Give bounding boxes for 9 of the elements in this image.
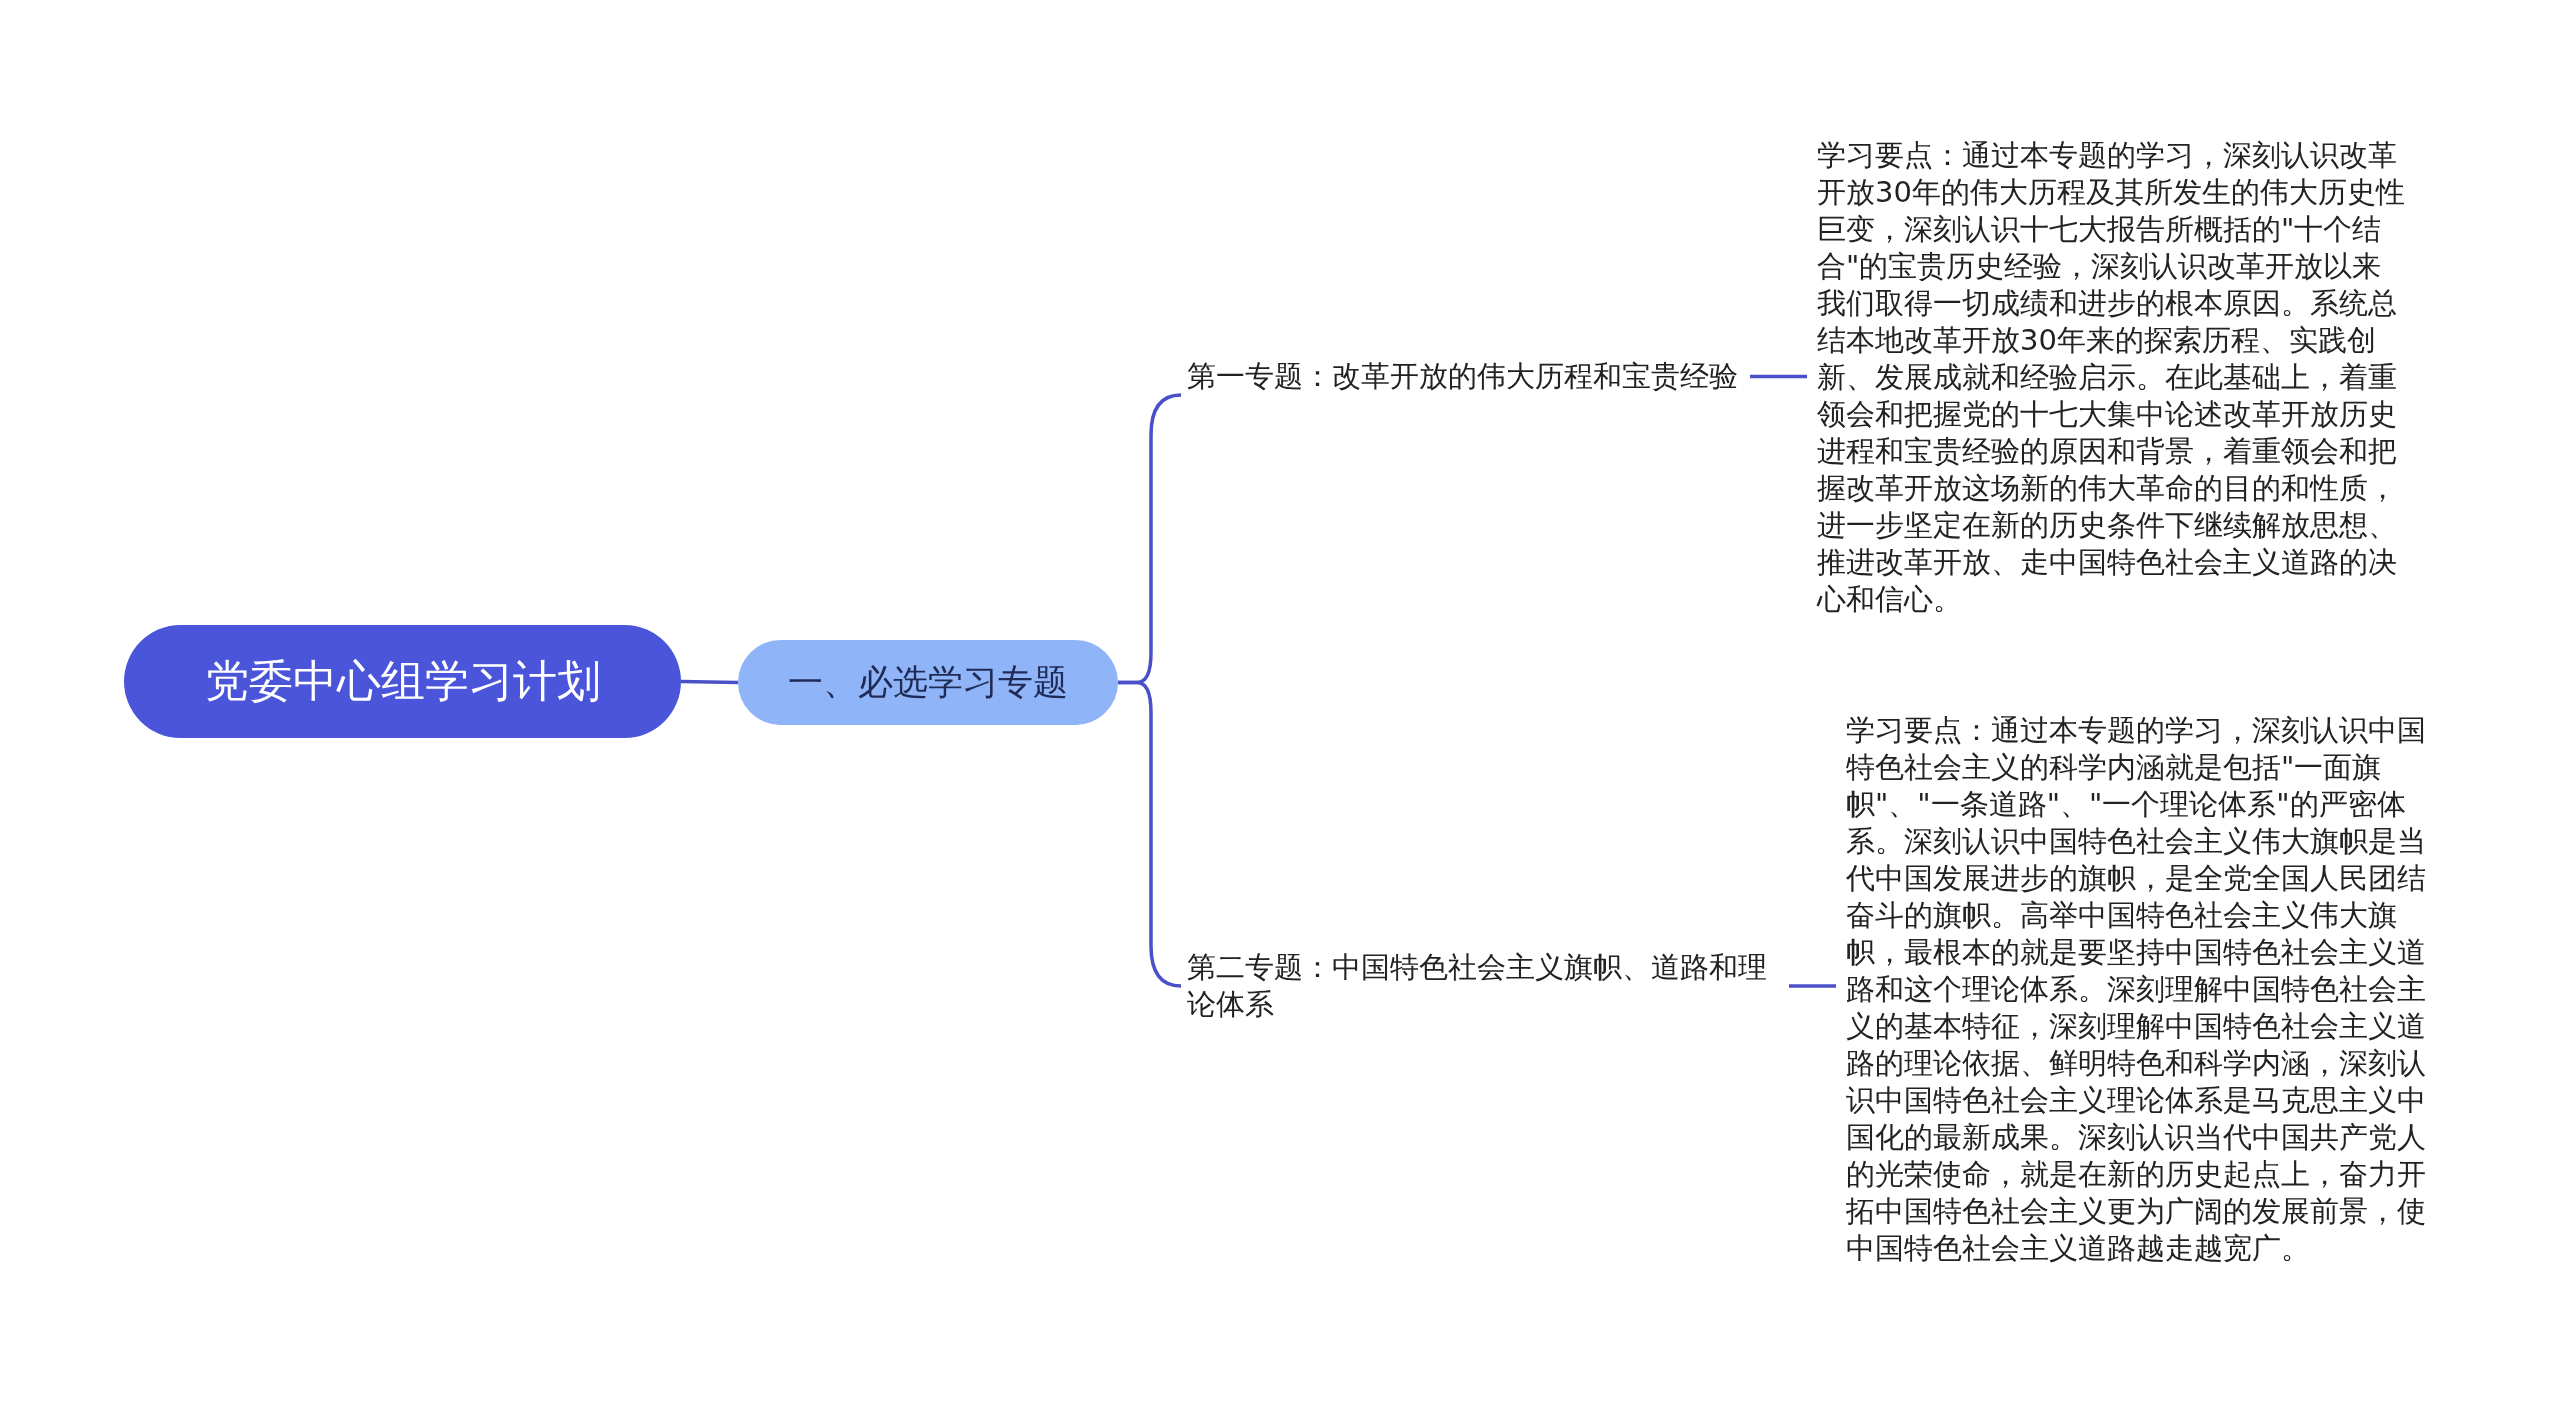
topic-label: 第一专题：改革开放的伟大历程和宝贵经验: [1187, 358, 1738, 395]
topic-label: 第二专题：中国特色社会主义旗帜、道路和理论体系: [1187, 949, 1777, 1023]
note-text: 学习要点：通过本专题的学习，深刻认识改革开放30年的伟大历程及其所发生的伟大历史性巨变，深刻认识十七大报告所概括的"十个结合"的宝贵历史经验，深刻认识改革开放以来我们取得一切成绩和进步的根本原因。系统总结本地改革开放30年来的探索历程、实践创新、发展成就和经验启示。在此基础上，着重领会和把握党的十七大集中论述改革开放历史进程和宝贵经验的原因和背景，着重领会和把握改革开放这场新的伟大革命的目的和性质，进一步坚定在新的历史条件下继续解放思想、推进改革开放、走中国特色社会主义道路的决心和信心。: [1817, 137, 2407, 618]
central-topic-box: 党委中心组学习计划: [124, 625, 681, 738]
connector-line: [680, 679, 739, 685]
note-text: 学习要点：通过本专题的学习，深刻认识中国特色社会主义的科学内涵就是包括"一面旗帜"、"一条道路"、"一个理论体系"的严密体系。深刻认识中国特色社会主义伟大旗帜是当代中国发展进步的旗帜，是全党全国人民团结奋斗的旗帜。高举中国特色社会主义伟大旗帜，最根本的就是要坚持中国特色社会主义道路和这个理论体系。深刻理解中国特色社会主义的基本特征，深刻理解中国特色社会主义道路的理论依据、鲜明特色和科学内涵，深刻认识中国特色社会主义理论体系是马克思主义中国化的最新成果。深刻认识当代中国共产党人的光荣使命，就是在新的历史起点上，奋力开拓中国特色社会主义更为广阔的发展前景，使中国特色社会主义道路越走越宽广。: [1846, 712, 2436, 1267]
connector-line: [1789, 984, 1836, 988]
subtopic-box: 一、必选学习专题: [738, 640, 1118, 725]
connector-line: [1750, 374, 1807, 379]
